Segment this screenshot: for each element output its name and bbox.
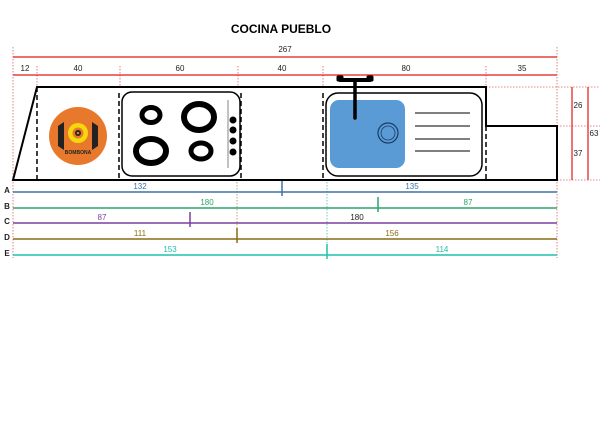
total-width-label: 267 — [278, 45, 292, 54]
faucet-icon — [336, 75, 374, 120]
left-length-label: 132 — [133, 182, 147, 191]
right-length-label: 180 — [350, 213, 364, 222]
drain-icon — [377, 122, 399, 144]
right-length-label: 135 — [405, 182, 419, 191]
left-length-label: 111 — [134, 229, 147, 238]
lower-height-label: 37 — [574, 149, 583, 158]
diagram-title: COCINA PUEBLO — [231, 22, 331, 36]
measurement-row-a: A 132 135 — [4, 181, 557, 196]
right-length-label: 114 — [436, 245, 449, 254]
row-label: B — [4, 202, 10, 211]
knob-icon — [229, 126, 237, 134]
burner-icon — [188, 140, 214, 162]
segment-label: 40 — [74, 64, 83, 73]
row-label: A — [4, 186, 10, 195]
burner-icon — [139, 105, 163, 125]
measurement-row-d: D 111 156 — [4, 228, 557, 243]
knob-icon — [229, 148, 237, 156]
stove-icon — [121, 91, 241, 177]
left-length-label: 180 — [200, 198, 214, 207]
burner-icon — [181, 101, 217, 133]
measurement-row-b: B 180 87 — [4, 197, 557, 212]
segment-label: 60 — [176, 64, 185, 73]
right-length-label: 87 — [464, 198, 473, 207]
row-label: E — [4, 249, 10, 258]
height-dimension-lines — [571, 87, 589, 180]
left-length-label: 153 — [163, 245, 177, 254]
segment-label: 40 — [278, 64, 287, 73]
row-label: D — [4, 233, 10, 242]
segment-label: 35 — [518, 64, 527, 73]
segment-label: 12 — [21, 64, 30, 73]
right-length-label: 156 — [385, 229, 399, 238]
total-height-label: 63 — [590, 129, 599, 138]
row-label: C — [4, 217, 10, 226]
upper-height-label: 26 — [574, 101, 583, 110]
sink-basin — [330, 100, 405, 168]
left-length-label: 87 — [98, 213, 107, 222]
drainboard-lines — [415, 112, 470, 152]
knob-icon — [229, 116, 237, 124]
gas-cylinder-label: BOMBONA — [65, 150, 92, 156]
knob-icon — [229, 137, 237, 145]
segment-label: 80 — [402, 64, 411, 73]
measurement-row-c: C 87 180 — [4, 212, 557, 227]
sink-icon — [325, 75, 483, 177]
measurement-row-e: E 153 114 — [4, 244, 557, 259]
module-dividers — [36, 87, 487, 180]
burner-icon — [133, 136, 169, 166]
gas-cylinder-icon: BOMBONA — [49, 107, 107, 165]
